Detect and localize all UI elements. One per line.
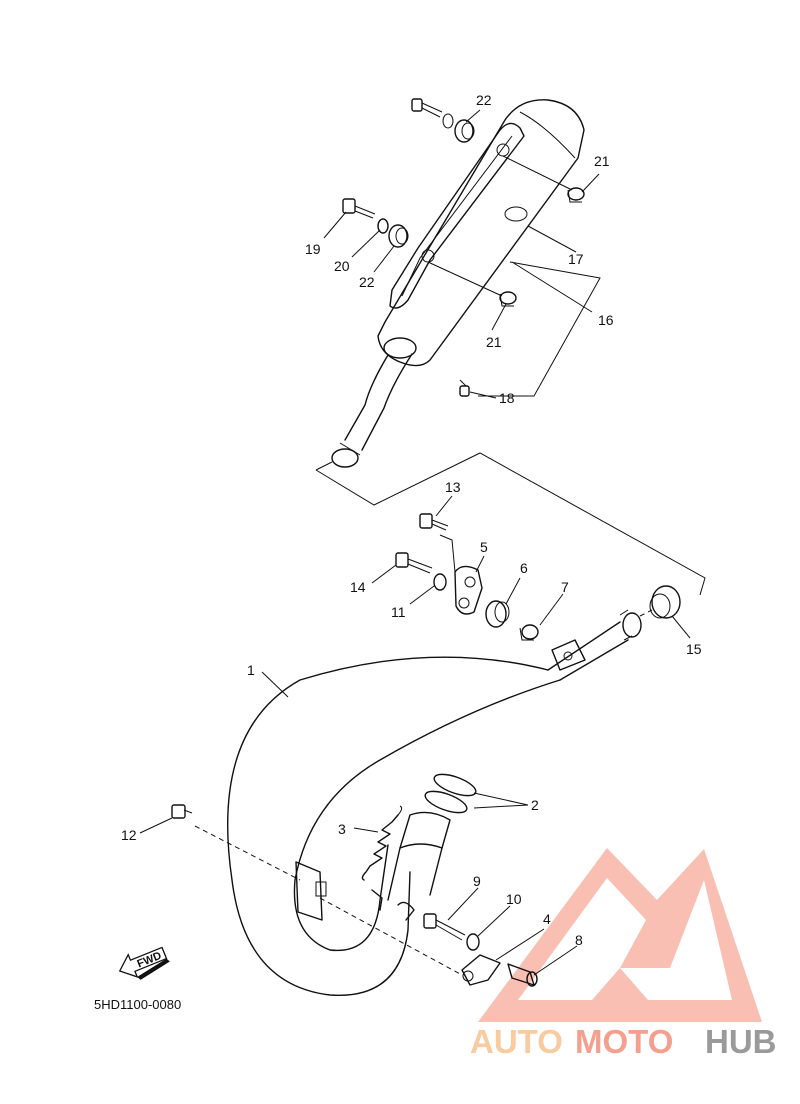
- grommet-22-bottom: [388, 224, 409, 248]
- gasket-ring-b: [424, 790, 468, 814]
- callout-10: 10: [506, 891, 522, 907]
- gasket-15: [649, 585, 681, 619]
- dash-gasket-15: [639, 609, 653, 617]
- callout-1: 1: [247, 662, 255, 678]
- spring-hook: [397, 901, 415, 921]
- callout-13: 13: [445, 479, 461, 495]
- callout-18: 18: [499, 390, 515, 406]
- bolt-12: [171, 804, 193, 819]
- watermark-logo: AUTO MOTO HUB: [470, 848, 777, 1060]
- silencer-bracket-inner: [401, 135, 513, 297]
- exhaust-pipe-inner: [293, 679, 561, 952]
- watermark-auto: AUTO: [470, 1023, 563, 1060]
- callout-16: 16: [598, 312, 614, 328]
- pipe-lower-bracket: [295, 861, 327, 921]
- bolt-14: [395, 552, 433, 574]
- silencer-body: [377, 99, 585, 367]
- washer-10: [466, 933, 480, 951]
- callout-labels: 1 2 3 4 5 6 7 8 9 10 11 12 13 14 15 16 1…: [121, 92, 702, 948]
- watermark-triangle-inner: [518, 878, 732, 1000]
- gasket-ring-a: [433, 773, 477, 797]
- fwd-arrow-shape: [118, 946, 168, 978]
- callout-14: 14: [350, 579, 366, 595]
- silencer-inlet-pipe: [344, 353, 413, 451]
- silencer-inlet-collar: [383, 337, 417, 359]
- spring-3: [361, 805, 403, 881]
- fwd-arrow-shadow: [137, 958, 170, 980]
- callout-3: 3: [338, 821, 346, 837]
- callout-7: 7: [561, 579, 569, 595]
- watermark-inner-notch: [592, 968, 648, 1000]
- callout-11: 11: [391, 604, 406, 620]
- silencer-end-cap: [519, 111, 576, 159]
- silencer-side-hole: [504, 206, 528, 222]
- collar-21-bottom: [499, 291, 517, 307]
- watermark-hub: HUB: [705, 1023, 777, 1060]
- callout-21-top: 21: [594, 153, 610, 169]
- callout-12: 12: [121, 827, 137, 843]
- spring-hook-2: [371, 889, 383, 911]
- callout-9: 9: [473, 873, 481, 889]
- pipe-clamp-bracket: [461, 954, 501, 986]
- callout-21-bottom: 21: [486, 334, 502, 350]
- bolt-9: [423, 913, 466, 941]
- callout-19: 19: [305, 241, 321, 257]
- pipe-mount-tab: [551, 639, 586, 671]
- gaskets-2: [424, 773, 477, 814]
- callout-15: 15: [686, 641, 702, 657]
- watermark-moto: MOTO: [575, 1023, 673, 1060]
- frame-dash-left: [315, 461, 333, 471]
- bracket-5: [439, 534, 483, 615]
- grommet-6: [485, 600, 510, 628]
- collar-21-top: [567, 187, 585, 203]
- callout-2: 2: [531, 797, 539, 813]
- bolt-19: [342, 198, 376, 219]
- silencer-mount-bracket: [389, 122, 525, 309]
- callout-4: 4: [543, 911, 551, 927]
- screw-18: [459, 379, 470, 397]
- bolt-top: [411, 98, 443, 118]
- collar-7: [519, 624, 539, 641]
- callout-5: 5: [480, 539, 488, 555]
- washer-top: [442, 113, 454, 129]
- callout-8: 8: [575, 932, 583, 948]
- dash-bracket-tab: [319, 897, 463, 976]
- inlet-pipe-ring: [339, 442, 361, 456]
- assembly-lines: [194, 452, 706, 976]
- pipe-outlet-collar: [619, 609, 642, 641]
- inlet-pipe-end: [331, 448, 359, 468]
- leader-lines: [139, 109, 691, 976]
- dash-bolt-12: [194, 825, 301, 881]
- exhaust-pipe-assembly: [226, 609, 642, 997]
- callout-22-top: 22: [476, 92, 492, 108]
- fwd-arrow: FWD: [118, 946, 170, 980]
- washer-20: [377, 218, 389, 234]
- collar-8: [507, 963, 538, 987]
- callout-17: 17: [568, 251, 584, 267]
- silencer-hardware: [342, 98, 585, 397]
- diagram-code: 5HD1100-0080: [94, 997, 181, 1012]
- callout-6: 6: [520, 560, 528, 576]
- grommet-22-top: [454, 119, 475, 143]
- bolt-13: [419, 513, 449, 531]
- callout-22-bottom: 22: [359, 274, 375, 290]
- bracket-hole-top: [496, 143, 510, 157]
- callout-20: 20: [334, 258, 350, 274]
- exhaust-pipe-outer: [226, 656, 549, 997]
- washer-11: [433, 573, 447, 591]
- silencer-assembly: [331, 99, 585, 468]
- frame-dash-connector: [315, 452, 706, 596]
- pipe-flange: [387, 811, 451, 901]
- pipe-front-section: [547, 621, 629, 681]
